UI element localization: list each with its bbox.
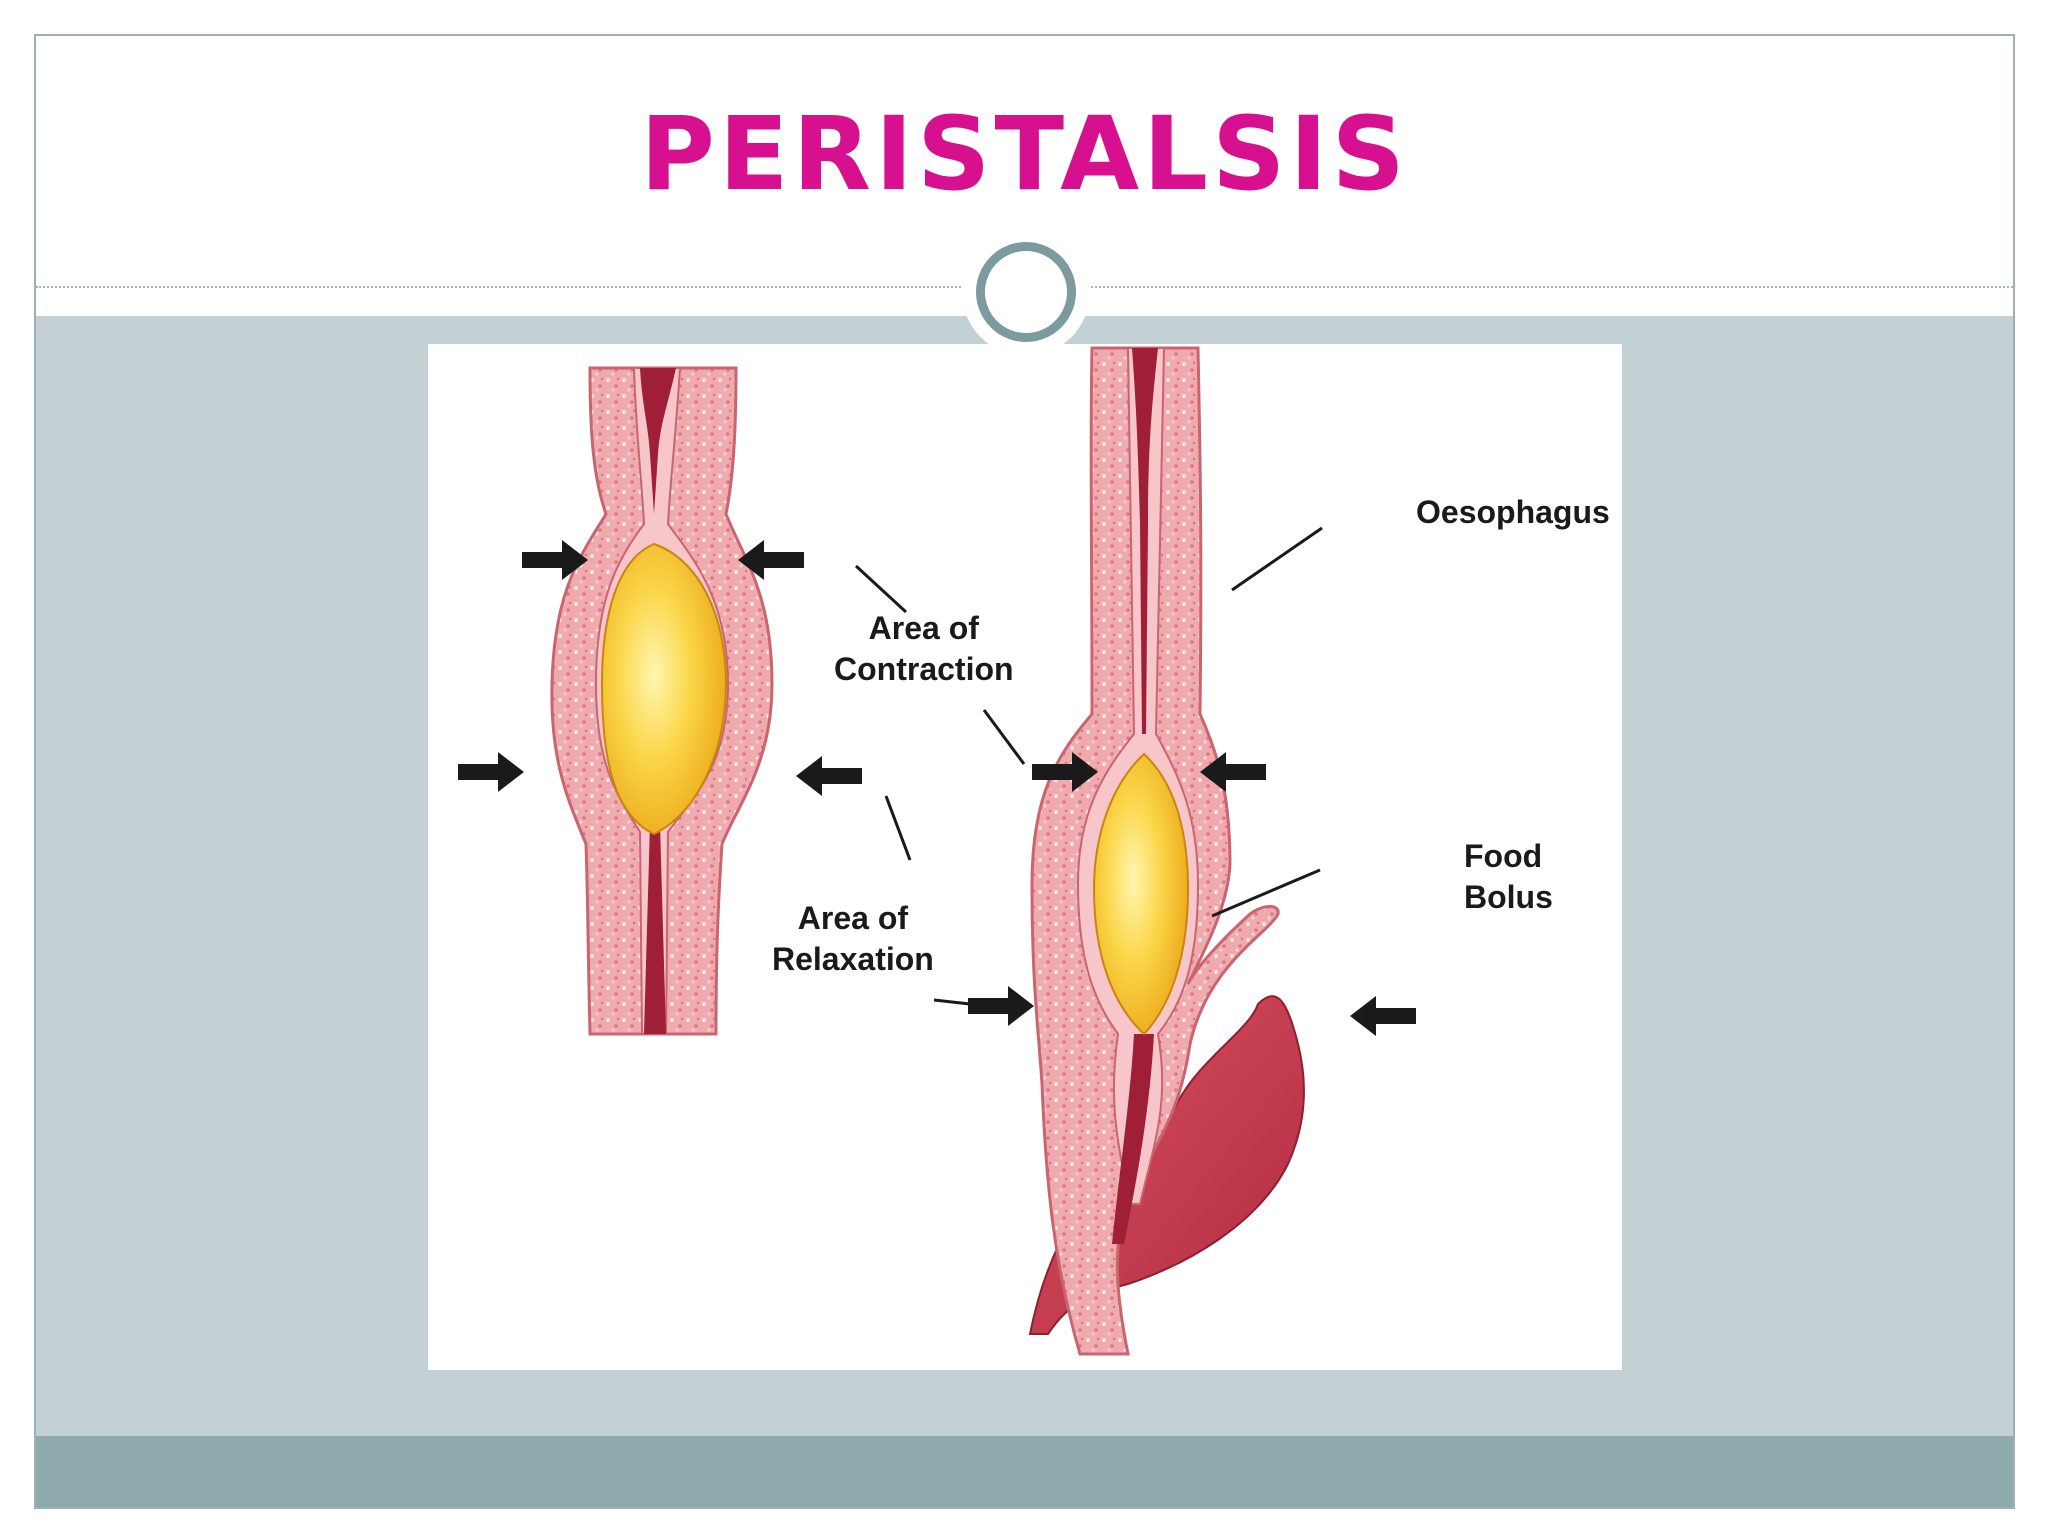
label-area-of-contraction: Area of Contraction [834, 610, 1014, 687]
right-food-bolus [1092, 752, 1190, 1036]
arrow-left-icon [796, 756, 862, 796]
left-lumen [640, 368, 676, 514]
arrow-left-icon [1350, 996, 1416, 1036]
contraction-arrows-left [522, 540, 804, 580]
label-food-bolus: Food Bolus [1464, 838, 1553, 915]
slide: PERISTALSIS [34, 34, 2015, 1509]
leader-oesophagus [1231, 526, 1323, 592]
leader-relaxation-upper [884, 795, 912, 861]
diagram-illustration [458, 346, 1416, 1356]
peristalsis-diagram: Area of Contraction Area of Relaxation O… [428, 344, 1622, 1370]
divider-ornament [962, 228, 1090, 356]
leader-contraction-lower [982, 709, 1026, 765]
arrow-right-icon [458, 752, 524, 792]
label-area-of-relaxation: Area of Relaxation [772, 900, 934, 977]
slide-title: PERISTALSIS [640, 95, 1409, 214]
label-oesophagus: Oesophagus [1416, 494, 1610, 530]
leader-lines [854, 526, 1323, 1008]
leader-contraction-upper [854, 564, 908, 614]
right-lumen-upper [1132, 348, 1158, 734]
leader-relaxation-lower [933, 998, 989, 1008]
arrow-left-icon [1200, 752, 1266, 792]
arrow-right-icon [968, 986, 1034, 1026]
relaxation-arrows-right [968, 986, 1416, 1036]
arrow-right-icon [522, 540, 588, 580]
leader-food-bolus [1211, 868, 1321, 918]
contraction-arrows-right [1032, 752, 1266, 792]
left-lumen-lower [644, 824, 666, 1034]
arrow-right-icon [1032, 752, 1098, 792]
relaxation-arrows-left [458, 752, 862, 796]
left-food-bolus [600, 542, 728, 836]
right-lumen-lower [1112, 1034, 1154, 1244]
right-oesophagus-segment [1028, 346, 1305, 1356]
ornament-ring-icon [976, 242, 1076, 342]
left-oesophagus-segment [550, 366, 774, 1036]
footer-band [36, 1436, 2013, 1507]
arrow-left-icon [738, 540, 804, 580]
